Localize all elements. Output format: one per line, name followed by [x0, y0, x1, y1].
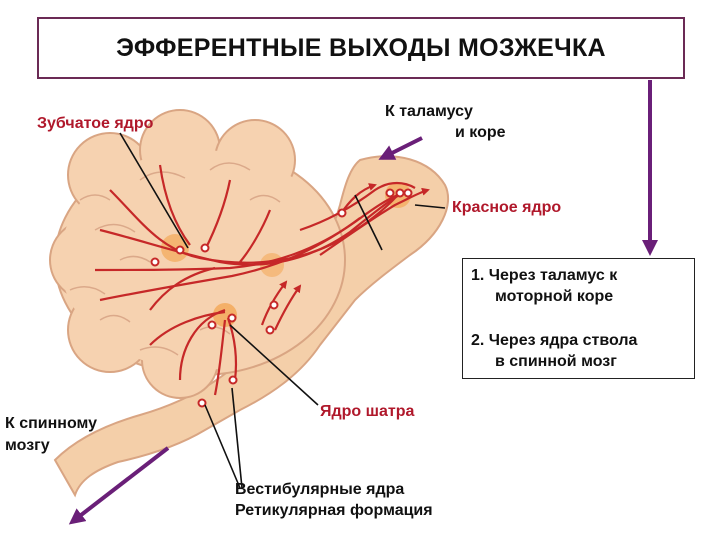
diagram-title: ЭФФЕРЕНТНЫЕ ВЫХОДЫ МОЗЖЕЧКА [116, 33, 606, 62]
cerebellum [49, 109, 346, 399]
label-red-nucleus: Красное ядро [452, 199, 562, 216]
label-spinal-line2: мозгу [5, 437, 50, 454]
pathway-1-line2: моторной коре [495, 288, 614, 305]
spinal-arrow [68, 446, 170, 525]
pathway-1-line1: 1. Через таламус к [471, 267, 618, 284]
label-spinal-line1: К спинному [5, 415, 98, 432]
thalamus-arrow [378, 136, 423, 160]
label-dentate-nucleus: Зубчатое ядро [37, 115, 154, 132]
label-reticular-formation: Ретикулярная формация [235, 502, 433, 519]
title-box: ЭФФЕРЕНТНЫЕ ВЫХОДЫ МОЗЖЕЧКА [37, 17, 685, 79]
label-thalamus-line2: и коре [455, 124, 506, 141]
pathway-2-line1: 2. Через ядра ствола [471, 332, 638, 349]
purple-arrows [68, 80, 658, 525]
label-pointers [119, 132, 446, 489]
label-thalamus-line1: К таламусу [385, 103, 473, 120]
label-vestibular-nuclei: Вестибулярные ядра [235, 481, 405, 498]
pathway-2-line2: в спинной мозг [495, 353, 617, 370]
efferent-pathways [94, 164, 430, 396]
nucleus-markers [150, 188, 413, 408]
pathways-box: 1. Через таламус к моторной коре 2. Чере… [462, 258, 695, 379]
label-fastigial-nucleus: Ядро шатра [320, 403, 415, 420]
